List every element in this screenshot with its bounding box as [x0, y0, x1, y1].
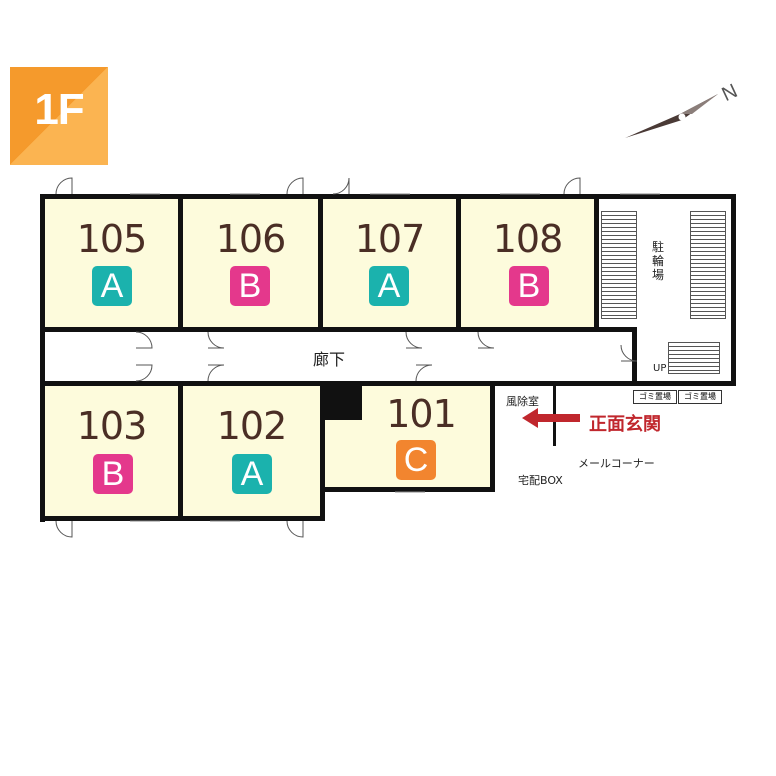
room-number: 106 — [215, 217, 287, 261]
pillar-block — [320, 386, 362, 420]
divider-108-parking — [594, 194, 599, 332]
divider-107-108 — [456, 194, 461, 332]
main-entrance-label: 正面玄関 — [589, 414, 661, 435]
wall-south-mid — [320, 487, 495, 492]
floor-label: 1F — [34, 85, 84, 134]
room-105[interactable]: 105 A — [45, 199, 178, 327]
bicycle-parking-label: 駐輪場 — [652, 240, 665, 282]
up-label: UP — [653, 363, 667, 374]
room-107[interactable]: 107 A — [323, 199, 456, 327]
room-number: 105 — [76, 217, 148, 261]
wall-east — [731, 194, 736, 386]
bike-rack-left — [601, 211, 637, 319]
corridor-wall-south — [40, 381, 495, 386]
room-102[interactable]: 102 A — [183, 386, 320, 516]
divider-105-106 — [178, 194, 183, 332]
room-type-badge: A — [369, 266, 409, 306]
garbage-area-1: ゴミ置場 — [633, 390, 677, 404]
room-108[interactable]: 108 B — [461, 199, 594, 327]
compass-needle-icon: N — [625, 80, 741, 138]
room-number: 102 — [216, 404, 288, 448]
bike-rack-right — [690, 211, 726, 319]
divider-106-107 — [318, 194, 323, 332]
floor-badge: 1F — [10, 67, 108, 165]
stairs-icon — [668, 342, 720, 374]
divider-103-102 — [178, 381, 183, 521]
room-type-badge: B — [509, 266, 549, 306]
room-type-badge: B — [230, 266, 270, 306]
room-106[interactable]: 106 B — [183, 199, 318, 327]
delivery-box-label: 宅配BOX — [518, 474, 563, 487]
room-number: 108 — [492, 217, 564, 261]
garbage-label: ゴミ置場 — [684, 392, 716, 401]
wall-west — [40, 194, 45, 522]
wall-step — [320, 386, 325, 521]
room-number: 107 — [354, 217, 426, 261]
wall-south-east — [490, 381, 736, 386]
stair-wall — [632, 327, 637, 386]
room-type-badge: A — [92, 266, 132, 306]
room-type-badge: A — [232, 454, 272, 494]
room-101[interactable]: 101 — [362, 386, 490, 436]
entrance-arrow-icon — [522, 408, 580, 428]
wind-room-label: 風除室 — [506, 395, 539, 408]
room-103[interactable]: 103 B — [45, 386, 178, 516]
room-type-badge: C — [396, 440, 436, 480]
corridor-label: 廊下 — [313, 350, 346, 369]
room-number: 101 — [386, 392, 457, 436]
corridor-wall-north — [40, 327, 632, 332]
room-type-badge: B — [93, 454, 133, 494]
wall-vestibule — [490, 381, 495, 492]
mail-corner-label: メールコーナー — [578, 457, 655, 470]
garbage-area-2: ゴミ置場 — [678, 390, 722, 404]
room-number: 103 — [76, 404, 148, 448]
wall-north — [40, 194, 736, 199]
garbage-label: ゴミ置場 — [639, 392, 671, 401]
